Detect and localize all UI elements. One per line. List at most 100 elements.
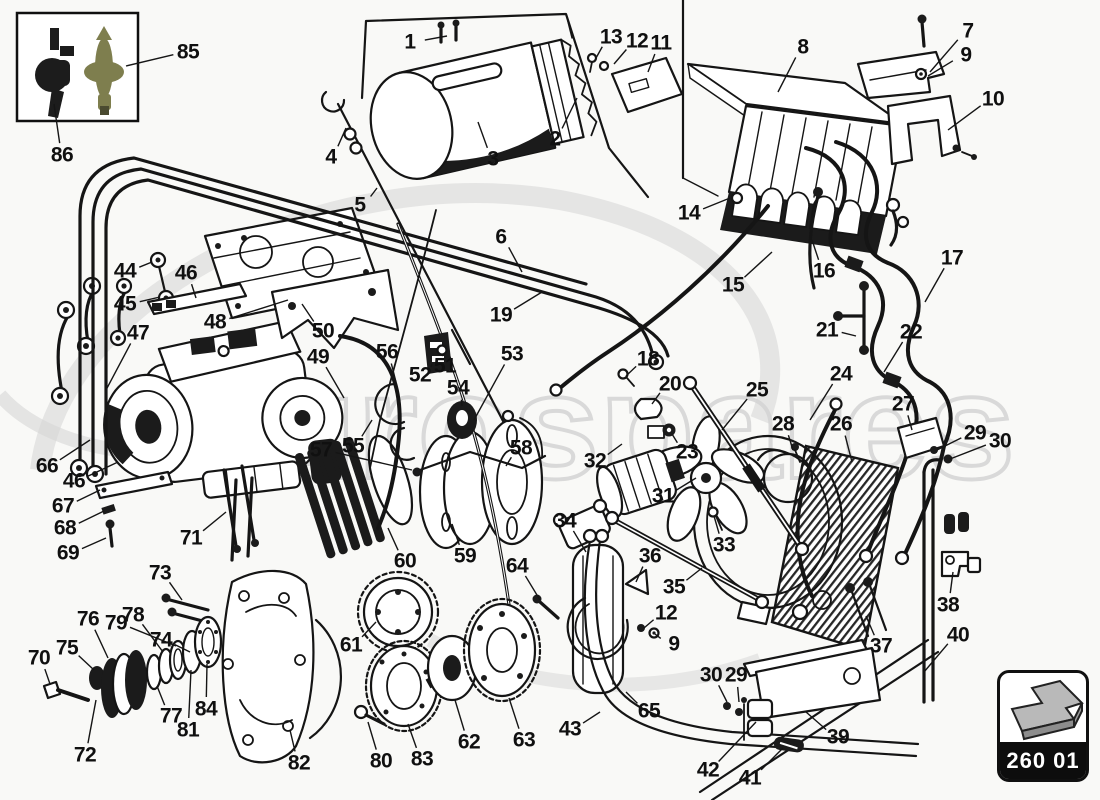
callout-33[interactable]: 33	[712, 533, 736, 557]
nut-12	[598, 60, 610, 72]
pin-64	[538, 600, 560, 620]
callout-38[interactable]: 38	[936, 593, 960, 617]
callout-51[interactable]: 51	[433, 354, 457, 378]
callout-35[interactable]: 35	[662, 575, 686, 599]
callout-15[interactable]: 15	[721, 273, 745, 297]
callout-50[interactable]: 50	[311, 319, 335, 343]
callout-8[interactable]: 8	[797, 35, 809, 59]
callout-40[interactable]: 40	[946, 623, 970, 647]
callout-66[interactable]: 66	[35, 454, 59, 478]
callout-16[interactable]: 16	[812, 259, 836, 283]
callout-12[interactable]: 12	[625, 29, 649, 53]
callout-74[interactable]: 74	[149, 628, 173, 652]
callout-2[interactable]: 2	[549, 127, 561, 151]
callout-82[interactable]: 82	[287, 751, 311, 775]
callout-48[interactable]: 48	[203, 310, 227, 334]
callout-18[interactable]: 18	[636, 347, 660, 371]
callout-58[interactable]: 58	[509, 436, 533, 460]
callout-32[interactable]: 32	[583, 449, 607, 473]
bolt-69	[108, 526, 114, 548]
callout-67[interactable]: 67	[51, 494, 75, 518]
callout-85[interactable]: 85	[176, 40, 200, 64]
callout-5[interactable]: 5	[354, 193, 366, 217]
callout-20[interactable]: 20	[658, 372, 682, 396]
callout-78[interactable]: 78	[121, 603, 145, 627]
callout-9[interactable]: 9	[668, 632, 680, 656]
callout-30[interactable]: 30	[699, 663, 723, 687]
callout-65[interactable]: 65	[637, 699, 661, 723]
callout-86[interactable]: 86	[50, 143, 74, 167]
callout-31[interactable]: 31	[651, 484, 675, 508]
callout-28[interactable]: 28	[771, 412, 795, 436]
callout-19[interactable]: 19	[489, 303, 513, 327]
callout-76[interactable]: 76	[76, 607, 100, 631]
callout-56[interactable]: 56	[375, 340, 399, 364]
callout-52[interactable]: 52	[408, 363, 432, 387]
callout-22[interactable]: 22	[899, 320, 923, 344]
callout-55[interactable]: 55	[341, 434, 365, 458]
callout-14[interactable]: 14	[677, 201, 701, 225]
callout-29[interactable]: 29	[724, 663, 748, 687]
callout-42[interactable]: 42	[696, 758, 720, 782]
callout-27[interactable]: 27	[891, 392, 915, 416]
callout-62[interactable]: 62	[457, 730, 481, 754]
callout-17[interactable]: 17	[940, 246, 964, 270]
callout-10[interactable]: 10	[981, 87, 1005, 111]
callout-75[interactable]: 75	[55, 636, 79, 660]
callout-26[interactable]: 26	[829, 412, 853, 436]
callout-45[interactable]: 45	[113, 292, 137, 316]
callout-59[interactable]: 59	[453, 544, 477, 568]
callout-4[interactable]: 4	[325, 145, 337, 169]
callout-81[interactable]: 81	[176, 718, 200, 742]
callout-9[interactable]: 9	[960, 43, 972, 67]
callout-79[interactable]: 79	[104, 611, 128, 635]
callout-25[interactable]: 25	[745, 378, 769, 402]
callout-68[interactable]: 68	[53, 516, 77, 540]
callout-6[interactable]: 6	[495, 225, 507, 249]
callout-39[interactable]: 39	[826, 725, 850, 749]
callout-49[interactable]: 49	[306, 345, 330, 369]
callout-73[interactable]: 73	[148, 561, 172, 585]
callout-77[interactable]: 77	[159, 704, 183, 728]
callout-13[interactable]: 13	[599, 25, 623, 49]
callout-61[interactable]: 61	[339, 633, 363, 657]
bolt-70	[42, 680, 62, 700]
callout-71[interactable]: 71	[179, 526, 203, 550]
callout-44[interactable]: 44	[113, 259, 137, 283]
callout-60[interactable]: 60	[393, 549, 417, 573]
callout-37[interactable]: 37	[869, 634, 893, 658]
callout-34[interactable]: 34	[553, 509, 577, 533]
callout-24[interactable]: 24	[829, 362, 853, 386]
callout-43[interactable]: 43	[558, 717, 582, 741]
timing-cover-82	[221, 569, 342, 764]
callout-72[interactable]: 72	[73, 743, 97, 767]
callout-70[interactable]: 70	[27, 646, 51, 670]
screw-68	[101, 503, 116, 515]
callout-21[interactable]: 21	[815, 318, 839, 342]
callout-80[interactable]: 80	[369, 749, 393, 773]
callout-83[interactable]: 83	[410, 747, 434, 771]
callout-3[interactable]: 3	[487, 147, 499, 171]
callout-84[interactable]: 84	[194, 697, 218, 721]
callout-36[interactable]: 36	[638, 544, 662, 568]
callout-1[interactable]: 1	[404, 30, 416, 54]
callout-64[interactable]: 64	[505, 554, 529, 578]
mount-plate-11	[586, 52, 684, 114]
callout-29[interactable]: 29	[963, 421, 987, 445]
callout-46[interactable]: 46	[62, 469, 86, 493]
frame-lines	[360, 0, 719, 199]
callout-30[interactable]: 30	[988, 429, 1012, 453]
callout-11[interactable]: 11	[650, 31, 672, 55]
callout-54[interactable]: 54	[446, 376, 470, 400]
callout-57[interactable]: 57	[309, 438, 333, 462]
callout-12[interactable]: 12	[654, 601, 678, 625]
callout-41[interactable]: 41	[738, 766, 762, 790]
callout-46[interactable]: 46	[174, 261, 198, 285]
callout-53[interactable]: 53	[500, 342, 524, 366]
callout-69[interactable]: 69	[56, 541, 80, 565]
callout-23[interactable]: 23	[675, 440, 699, 464]
callout-63[interactable]: 63	[512, 728, 536, 752]
callout-47[interactable]: 47	[126, 321, 150, 345]
callout-7[interactable]: 7	[962, 19, 974, 43]
